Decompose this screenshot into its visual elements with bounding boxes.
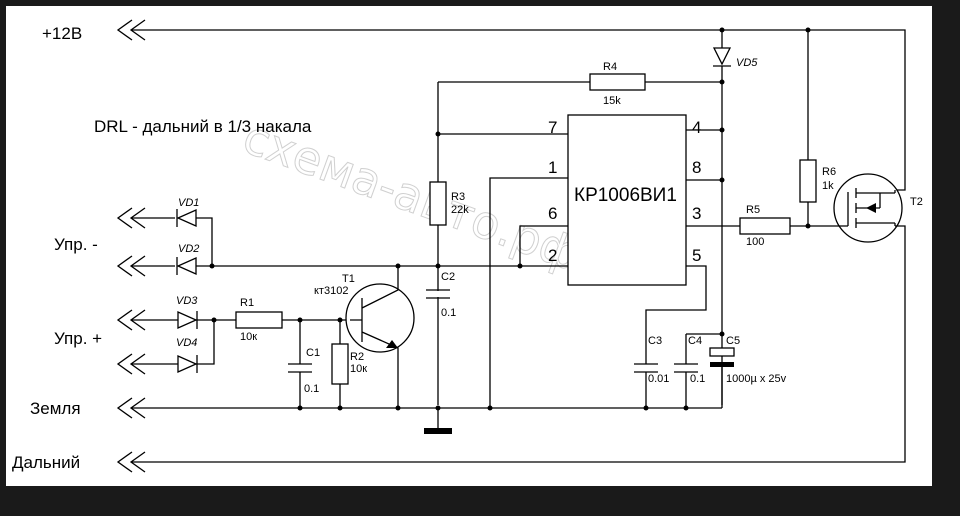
connector-upr-plus-2 (116, 353, 146, 375)
capacitor-c2 (426, 289, 450, 299)
label-r5: R5 (746, 204, 760, 216)
capacitor-c1 (288, 363, 312, 373)
label-c5: C5 (726, 335, 740, 347)
connector-high-beam (116, 451, 146, 473)
connector-upr-minus-1 (116, 207, 146, 229)
diode-vd1 (176, 208, 197, 228)
ground-symbol (424, 428, 452, 434)
label-c1-value: 0.1 (304, 383, 319, 395)
connector-ground (116, 397, 146, 419)
label-c4: C4 (688, 335, 702, 347)
resistor-r6 (799, 159, 817, 203)
label-c3-value: 0.01 (648, 373, 669, 385)
wire-vd4 (132, 320, 215, 365)
diode-vd2 (176, 256, 197, 276)
chip-name: КР1006ВИ1 (574, 185, 677, 206)
diode-vd3 (177, 310, 198, 330)
capacitor-c5 (709, 347, 735, 367)
label-c2-value: 0.1 (441, 307, 456, 319)
connector-upr-plus-1 (116, 309, 146, 331)
connector-upr-minus-2 (116, 255, 146, 277)
label-r1-value: 10к (240, 331, 257, 343)
label-r4-value: 15k (603, 95, 621, 107)
wire-pin5 (645, 265, 707, 352)
label-c2: C2 (441, 271, 455, 283)
capacitor-c4 (674, 363, 698, 373)
terminal-label-ground: Земля (30, 399, 81, 418)
chip-pin-1: 1 (548, 158, 557, 177)
label-r2-value: 10к (350, 363, 367, 375)
resistor-r3 (429, 181, 447, 226)
label-vd1: VD1 (178, 197, 199, 209)
label-c4-value: 0.1 (690, 373, 705, 385)
label-vd3: VD3 (176, 295, 198, 307)
diagram-title: DRL - дальний в 1/3 накала (94, 117, 312, 136)
wire-pin1-ground (489, 177, 568, 408)
transistor-t2 (833, 173, 903, 243)
terminal-label-high-beam: Дальний (12, 453, 80, 472)
resistor-r5 (739, 217, 791, 235)
label-r1: R1 (240, 297, 254, 309)
label-c3: C3 (648, 335, 662, 347)
label-c1: C1 (306, 347, 320, 359)
chip-pin-6: 6 (548, 204, 557, 223)
label-t1: T1 (342, 273, 355, 285)
label-r3: R3 (451, 191, 465, 203)
transistor-t1 (345, 266, 415, 408)
schematic-panel (6, 6, 932, 486)
label-r6: R6 (822, 166, 836, 178)
resistor-r1 (235, 311, 283, 329)
chip-pin-3: 3 (692, 204, 701, 223)
label-t2: T2 (910, 196, 923, 208)
chip-pin-4: 4 (692, 118, 701, 137)
terminal-label-plus12: +12В (42, 24, 82, 43)
label-r3-value: 22k (451, 204, 469, 216)
label-vd2: VD2 (178, 243, 199, 255)
label-t1-type: кт3102 (314, 285, 348, 297)
label-r6-value: 1k (822, 180, 834, 192)
label-r4: R4 (603, 61, 617, 73)
label-vd4: VD4 (176, 337, 197, 349)
terminal-label-upr-minus: Упр. - (54, 235, 98, 254)
wire-c4 (685, 333, 722, 408)
label-vd5: VD5 (736, 57, 758, 69)
connector-plus12 (116, 19, 146, 41)
wire-vd1 (132, 217, 213, 266)
label-c5-value: 1000µ x 25v (726, 373, 787, 385)
wire-pins-4-8 (686, 129, 722, 181)
chip-pin-2: 2 (548, 246, 557, 265)
diode-vd5 (712, 30, 732, 82)
chip-pin-8: 8 (692, 158, 701, 177)
wire-plus12-rail (132, 29, 906, 191)
label-r2: R2 (350, 351, 364, 363)
wire-pins-6-2 (519, 225, 568, 267)
chip-pin-7: 7 (548, 118, 557, 137)
resistor-r2 (331, 343, 349, 385)
terminal-label-upr-plus: Упр. + (54, 329, 102, 348)
diode-vd4 (177, 354, 198, 374)
capacitor-c3 (634, 363, 658, 373)
label-r5-value: 100 (746, 236, 764, 248)
resistor-r4 (589, 73, 646, 91)
chip-pin-5: 5 (692, 246, 701, 265)
wire-high-beam (132, 225, 906, 463)
chip-kr1006vi1 (567, 114, 687, 286)
